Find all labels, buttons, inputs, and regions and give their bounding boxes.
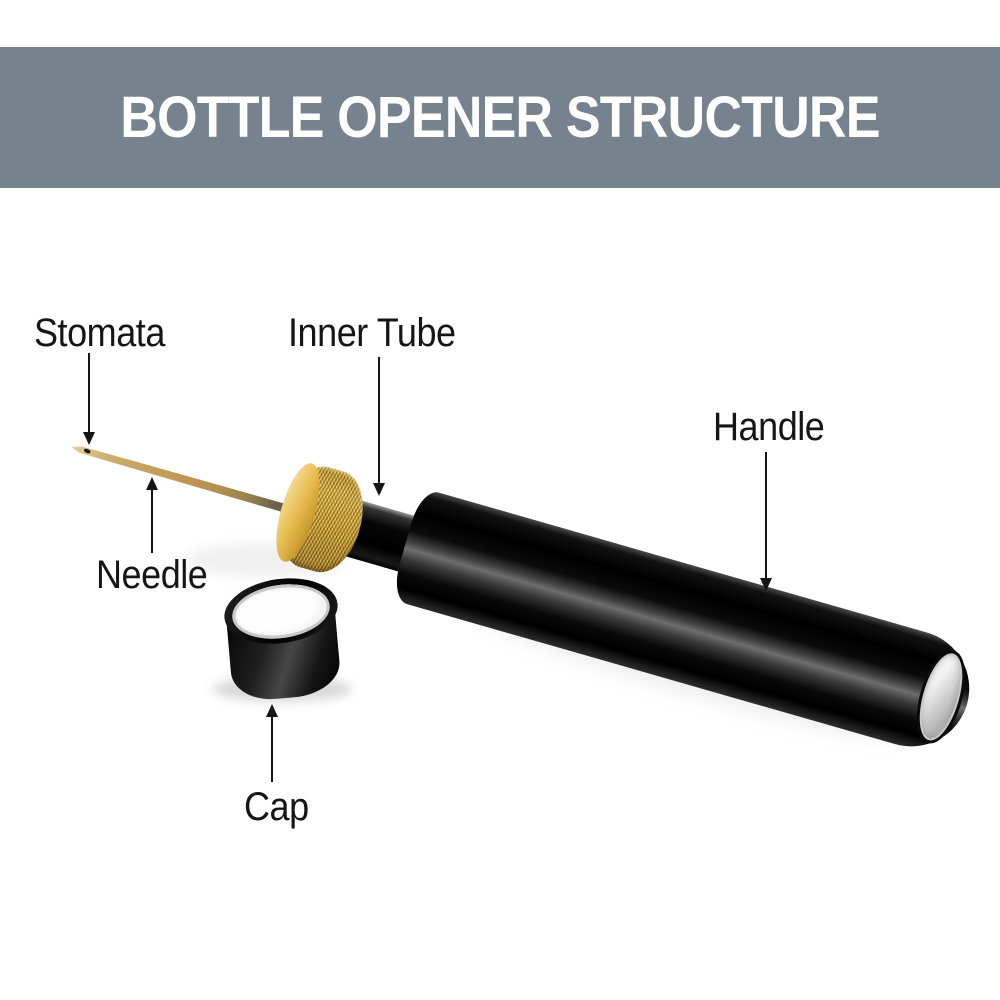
cap-arrow	[271, 716, 273, 782]
stomata-hole	[83, 448, 91, 455]
page-title: BOTTLE OPENER STRUCTURE	[120, 85, 880, 150]
needle-arrow	[151, 489, 153, 553]
stomata-arrow	[88, 353, 90, 433]
needle-part	[70, 443, 305, 518]
stomata-label: Stomata	[34, 311, 165, 355]
knurled-gold-collar	[267, 458, 374, 581]
handle-label: Handle	[713, 405, 825, 449]
bottle-opener-assembly	[73, 448, 983, 761]
needle-label: Needle	[96, 553, 208, 597]
cap-label: Cap	[244, 785, 309, 829]
handle-arrow	[765, 452, 767, 579]
collar-end-face	[267, 458, 329, 567]
handle-part	[389, 487, 983, 761]
inner-tube-arrow	[378, 357, 380, 484]
inner-tube-label: Inner Tube	[288, 311, 456, 355]
title-banner: BOTTLE OPENER STRUCTURE	[0, 47, 1000, 188]
